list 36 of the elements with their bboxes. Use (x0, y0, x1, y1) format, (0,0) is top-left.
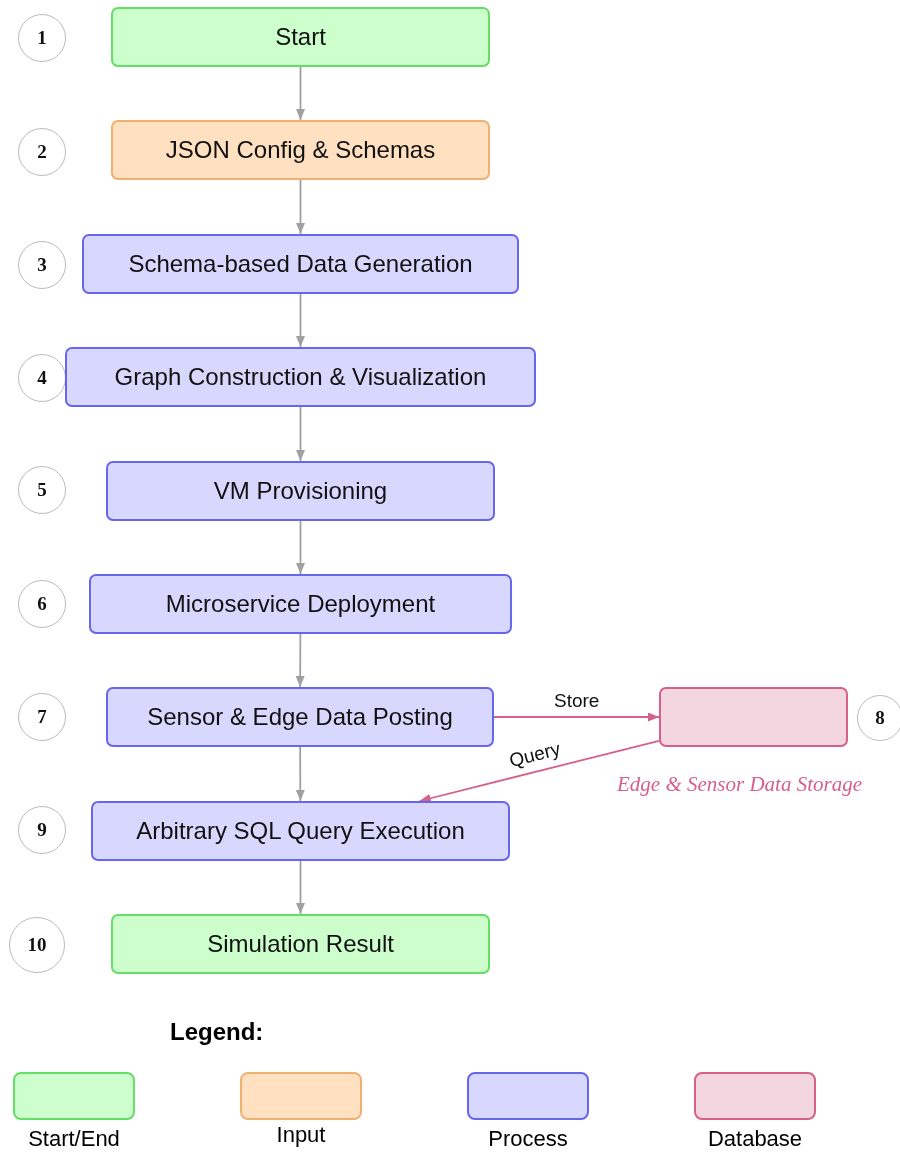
process-box: Sensor & Edge Data Posting (106, 687, 494, 747)
step-number-circle: 3 (18, 241, 66, 289)
legend-label: Input (276, 1122, 326, 1148)
arrow (296, 293, 305, 348)
arrow (295, 633, 305, 688)
step-number-circle: 4 (18, 354, 66, 402)
legend-title: Legend: (170, 1018, 264, 1046)
step-number-circle: 10 (9, 917, 65, 973)
legend-label: Start/End (28, 1126, 120, 1152)
arrow (296, 179, 305, 235)
legend-label: Database (707, 1126, 803, 1152)
arrow (296, 860, 305, 915)
process-box: Microservice Deployment (89, 574, 512, 634)
database-box (659, 687, 848, 747)
process-box: JSON Config & Schemas (111, 120, 490, 180)
arrow (295, 746, 305, 802)
step-number-circle: 7 (18, 693, 66, 741)
step-number-circle: 6 (18, 580, 66, 628)
arrow (296, 66, 305, 121)
arrow (296, 520, 305, 575)
process-box: VM Provisioning (106, 461, 495, 521)
process-box: Schema-based Data Generation (82, 234, 519, 294)
step-number-circle: 9 (18, 806, 66, 854)
process-box: Start (111, 7, 490, 67)
step-number-circle: 2 (18, 128, 66, 176)
step-number-circle: 8 (857, 695, 900, 741)
step-number-circle: 5 (18, 466, 66, 514)
process-box: Arbitrary SQL Query Execution (91, 801, 510, 861)
arrow (493, 712, 660, 722)
legend-label: Process (488, 1126, 568, 1152)
process-box: Graph Construction & Visualization (65, 347, 536, 407)
arrow (418, 739, 660, 803)
node-caption: Edge & Sensor Data Storage (617, 772, 862, 797)
step-number-circle: 1 (18, 14, 66, 62)
arrow (296, 406, 305, 462)
process-box: Simulation Result (111, 914, 490, 974)
